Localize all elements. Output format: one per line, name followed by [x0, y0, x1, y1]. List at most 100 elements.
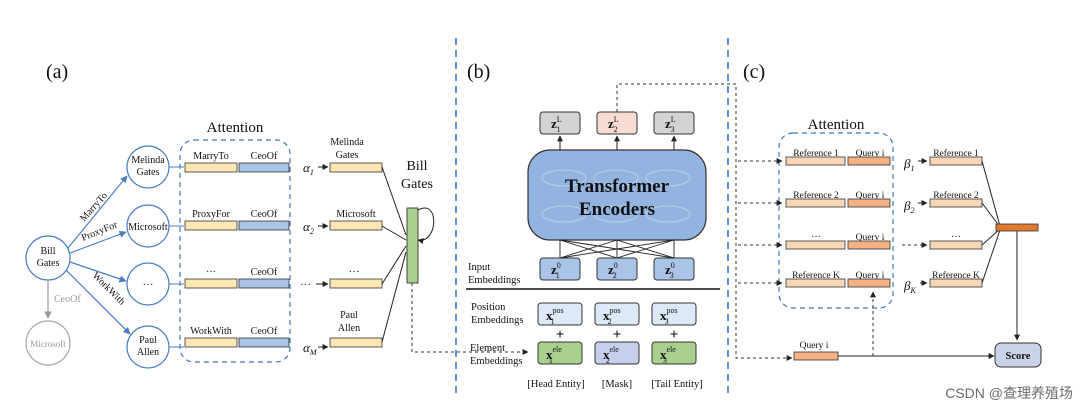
watermark: CSDN @查理养殖场 [945, 385, 1073, 401]
node-paul-line2: Allen [137, 347, 159, 358]
c-row1-beta: β1 [903, 156, 914, 173]
c-conv-3 [981, 228, 1001, 246]
out3-label: ··· [349, 266, 360, 278]
link-b-to-c [616, 83, 793, 361]
c-row1-ref: Reference 1 [793, 148, 839, 159]
out1-box [329, 162, 383, 173]
row2-box-blue [238, 220, 290, 231]
row4-box-yellow [184, 337, 238, 348]
c-row1-ref-box [785, 156, 846, 166]
c-row4-ref-box [785, 278, 846, 288]
c-conv-2 [981, 202, 1001, 228]
c-row2-query-box [847, 198, 891, 208]
out4-line2: Allen [338, 323, 360, 334]
path-row-4: WorkWith CeoOf [184, 326, 290, 348]
plus-1: + [556, 327, 565, 343]
c-row3-query: Query i [856, 233, 885, 243]
edge-ceoof-gray-label: CeoOf [54, 294, 81, 305]
panel-label-b: (b) [467, 61, 490, 83]
row2-rel1: ProxyFor [192, 209, 230, 220]
c-row2-beta: β2 [903, 198, 914, 215]
c-row4-beta: βK [903, 278, 916, 295]
node-melinda-line1: Melinda [131, 155, 165, 166]
node-bill-gates-line1: Bill [40, 246, 55, 257]
out2-label: Microsoft [336, 209, 376, 220]
row3-box-yellow [184, 278, 238, 289]
c-row4-out-box [929, 278, 983, 288]
target-self-loop [417, 207, 435, 244]
x-pos-2 [594, 302, 640, 326]
edge-to-ellipsis [69, 261, 127, 283]
col-tail-entity: [Tail Entity] [651, 379, 702, 390]
c-row1-query: Query i [856, 149, 885, 159]
c-row2-ref-box [785, 198, 846, 208]
conv-2 [381, 225, 407, 241]
c-row-2: Reference 2 Query i β2 Reference 2 [785, 190, 983, 215]
z-out-1 [539, 111, 581, 135]
target-bar-green [406, 207, 419, 284]
alpha-2: α2 [303, 219, 314, 236]
target-line1: Bill [406, 159, 427, 174]
row4-box-blue [238, 337, 290, 348]
c-row4-query: Query i [856, 271, 885, 281]
x-ele-1 [537, 341, 583, 365]
target-line2: Gates [401, 177, 433, 192]
c-row1-query-box [847, 156, 891, 166]
col-mask: [Mask] [602, 379, 632, 390]
node-ellipsis-label: ··· [143, 279, 154, 291]
c-conv-4 [981, 229, 1001, 284]
x-pos-1 [537, 302, 583, 326]
c-row3-out: ··· [951, 232, 961, 243]
c-row2-out: Reference 2 [933, 190, 979, 201]
c-row2-out-box [929, 198, 983, 208]
out4-line1: Paul [340, 310, 358, 321]
node-paul-line1: Paul [139, 335, 157, 346]
c-row3-ref: ··· [811, 232, 821, 243]
label-input-2: Embeddings [468, 275, 521, 286]
node-melinda-line2: Gates [137, 167, 160, 178]
panel-a: Attention Bill Gates Microsoft CeoOf Mel… [25, 120, 529, 369]
c-row3-query-box [847, 240, 891, 250]
attention-box-a [179, 139, 291, 363]
out1-line1: Melinda [330, 137, 364, 148]
row3-box-blue [238, 278, 290, 289]
edge-workwith-label: WorkWith [90, 270, 127, 307]
label-element-1: Element [470, 343, 505, 354]
c-row2-query: Query i [856, 191, 885, 201]
row2-rel2: CeoOf [251, 209, 278, 220]
out3-box [329, 278, 383, 289]
label-element-2: Embeddings [470, 356, 523, 367]
row2-box-yellow [184, 220, 238, 231]
c-row1-out: Reference 1 [933, 148, 979, 159]
edge-workwith [65, 269, 131, 335]
conv-1 [381, 166, 407, 236]
plus-2: + [613, 327, 622, 343]
col-head-entity: [Head Entity] [527, 379, 584, 390]
c-row4-query-box [847, 278, 891, 288]
z-out-3 [653, 111, 695, 135]
c-row4-out: Reference K [932, 270, 980, 281]
c-query-bottom-box [793, 351, 839, 361]
label-position-1: Position [471, 302, 506, 313]
x-ele-3 [651, 341, 697, 365]
label-input-1: Input [468, 262, 490, 273]
node-microsoft-gray-label: Microsoft [30, 339, 66, 349]
row3-rel1: ··· [206, 267, 216, 278]
out4-box [329, 337, 383, 348]
path-row-1: MarryTo CeoOf [184, 151, 290, 173]
score-label: Score [1006, 351, 1031, 362]
c-aggregate-bar [995, 223, 1039, 232]
row1-rel1: MarryTo [193, 151, 228, 162]
c-row3-out-box [929, 240, 983, 250]
attention-label-c: Attention [808, 117, 865, 133]
panel-c: Attention Reference 1 Query i β1 Referen… [738, 117, 1042, 368]
